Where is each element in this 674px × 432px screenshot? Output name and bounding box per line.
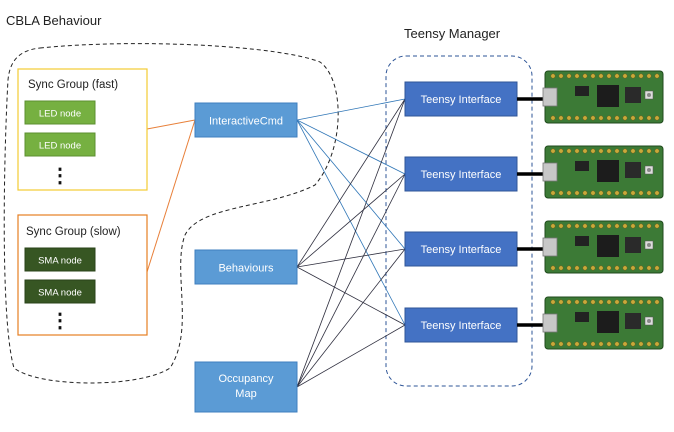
cbla-behaviour-title: CBLA Behaviour bbox=[6, 13, 102, 28]
teensy-interface-3-label: Teensy Interface bbox=[421, 244, 502, 256]
led-node-2-label: LED node bbox=[39, 141, 81, 152]
teensy-manager-title: Teensy Manager bbox=[404, 26, 501, 41]
teensy-board-icon bbox=[542, 296, 664, 350]
connector-fast-to-interactive bbox=[146, 119, 196, 130]
connector-behaviours-to-teensy-4 bbox=[296, 266, 406, 326]
connector-occupancy-to-teensy-2 bbox=[296, 173, 406, 388]
teensy-interface-2[interactable] bbox=[404, 156, 518, 192]
teensy-interface-1-label: Teensy Interface bbox=[421, 94, 502, 106]
cbla-behaviour-region bbox=[3, 43, 339, 384]
interactive-cmd-box[interactable] bbox=[194, 102, 298, 138]
connector-lines bbox=[146, 98, 406, 388]
connector-interactive-to-teensy-1 bbox=[296, 98, 406, 121]
occupancy-map-box[interactable] bbox=[194, 361, 298, 413]
teensy-interface-4[interactable] bbox=[404, 307, 518, 343]
sync-group-fast-box bbox=[17, 68, 148, 191]
interactive-cmd-label: InteractiveCmd bbox=[209, 116, 283, 128]
sma-node-1-label: SMA node bbox=[38, 256, 82, 267]
sma-node-1[interactable] bbox=[24, 247, 96, 272]
teensy-interface-1[interactable] bbox=[404, 81, 518, 117]
sma-node-2[interactable] bbox=[24, 279, 96, 304]
led-node-1[interactable] bbox=[24, 100, 96, 125]
connector-behaviours-to-teensy-3 bbox=[296, 248, 406, 268]
connector-behaviours-to-teensy-2 bbox=[296, 173, 406, 268]
sync-group-fast-ellipsis: ⋮ bbox=[50, 165, 70, 187]
teensy-board-icon bbox=[542, 145, 664, 199]
sync-group-slow-ellipsis: ⋮ bbox=[50, 310, 70, 332]
connector-occupancy-to-teensy-3 bbox=[296, 248, 406, 388]
sync-group-fast: Sync Group (fast) LED node LED node ⋮ bbox=[17, 68, 148, 191]
teensy-board-icon bbox=[542, 70, 664, 124]
sync-group-fast-title: Sync Group (fast) bbox=[28, 79, 118, 91]
sync-group-slow-title: Sync Group (slow) bbox=[26, 226, 121, 238]
behaviours-box[interactable] bbox=[194, 249, 298, 285]
teensy-manager-region bbox=[385, 55, 533, 387]
behaviours-label: Behaviours bbox=[218, 263, 274, 275]
connector-interactive-to-teensy-3 bbox=[296, 119, 406, 250]
connector-occupancy-to-teensy-4 bbox=[296, 324, 406, 388]
connector-interactive-to-teensy-4 bbox=[296, 119, 406, 326]
connector-slow-to-interactive bbox=[146, 119, 196, 273]
led-node-2[interactable] bbox=[24, 132, 96, 157]
sync-group-slow: Sync Group (slow) SMA node SMA node ⋮ bbox=[17, 214, 148, 336]
connector-behaviours-to-teensy-1 bbox=[296, 98, 406, 268]
sma-node-2-label: SMA node bbox=[38, 288, 82, 299]
occupancy-map-label-line2: Map bbox=[235, 388, 256, 400]
connector-interactive-to-teensy-2 bbox=[296, 119, 406, 175]
occupancy-map-label-line1: Occupancy bbox=[218, 373, 274, 385]
teensy-interface-2-label: Teensy Interface bbox=[421, 169, 502, 181]
led-node-1-label: LED node bbox=[39, 109, 81, 120]
teensy-board-icon bbox=[542, 220, 664, 274]
sync-group-slow-box bbox=[17, 214, 148, 336]
teensy-interface-4-label: Teensy Interface bbox=[421, 320, 502, 332]
teensy-interface-3[interactable] bbox=[404, 231, 518, 267]
connector-occupancy-to-teensy-1 bbox=[296, 98, 406, 388]
